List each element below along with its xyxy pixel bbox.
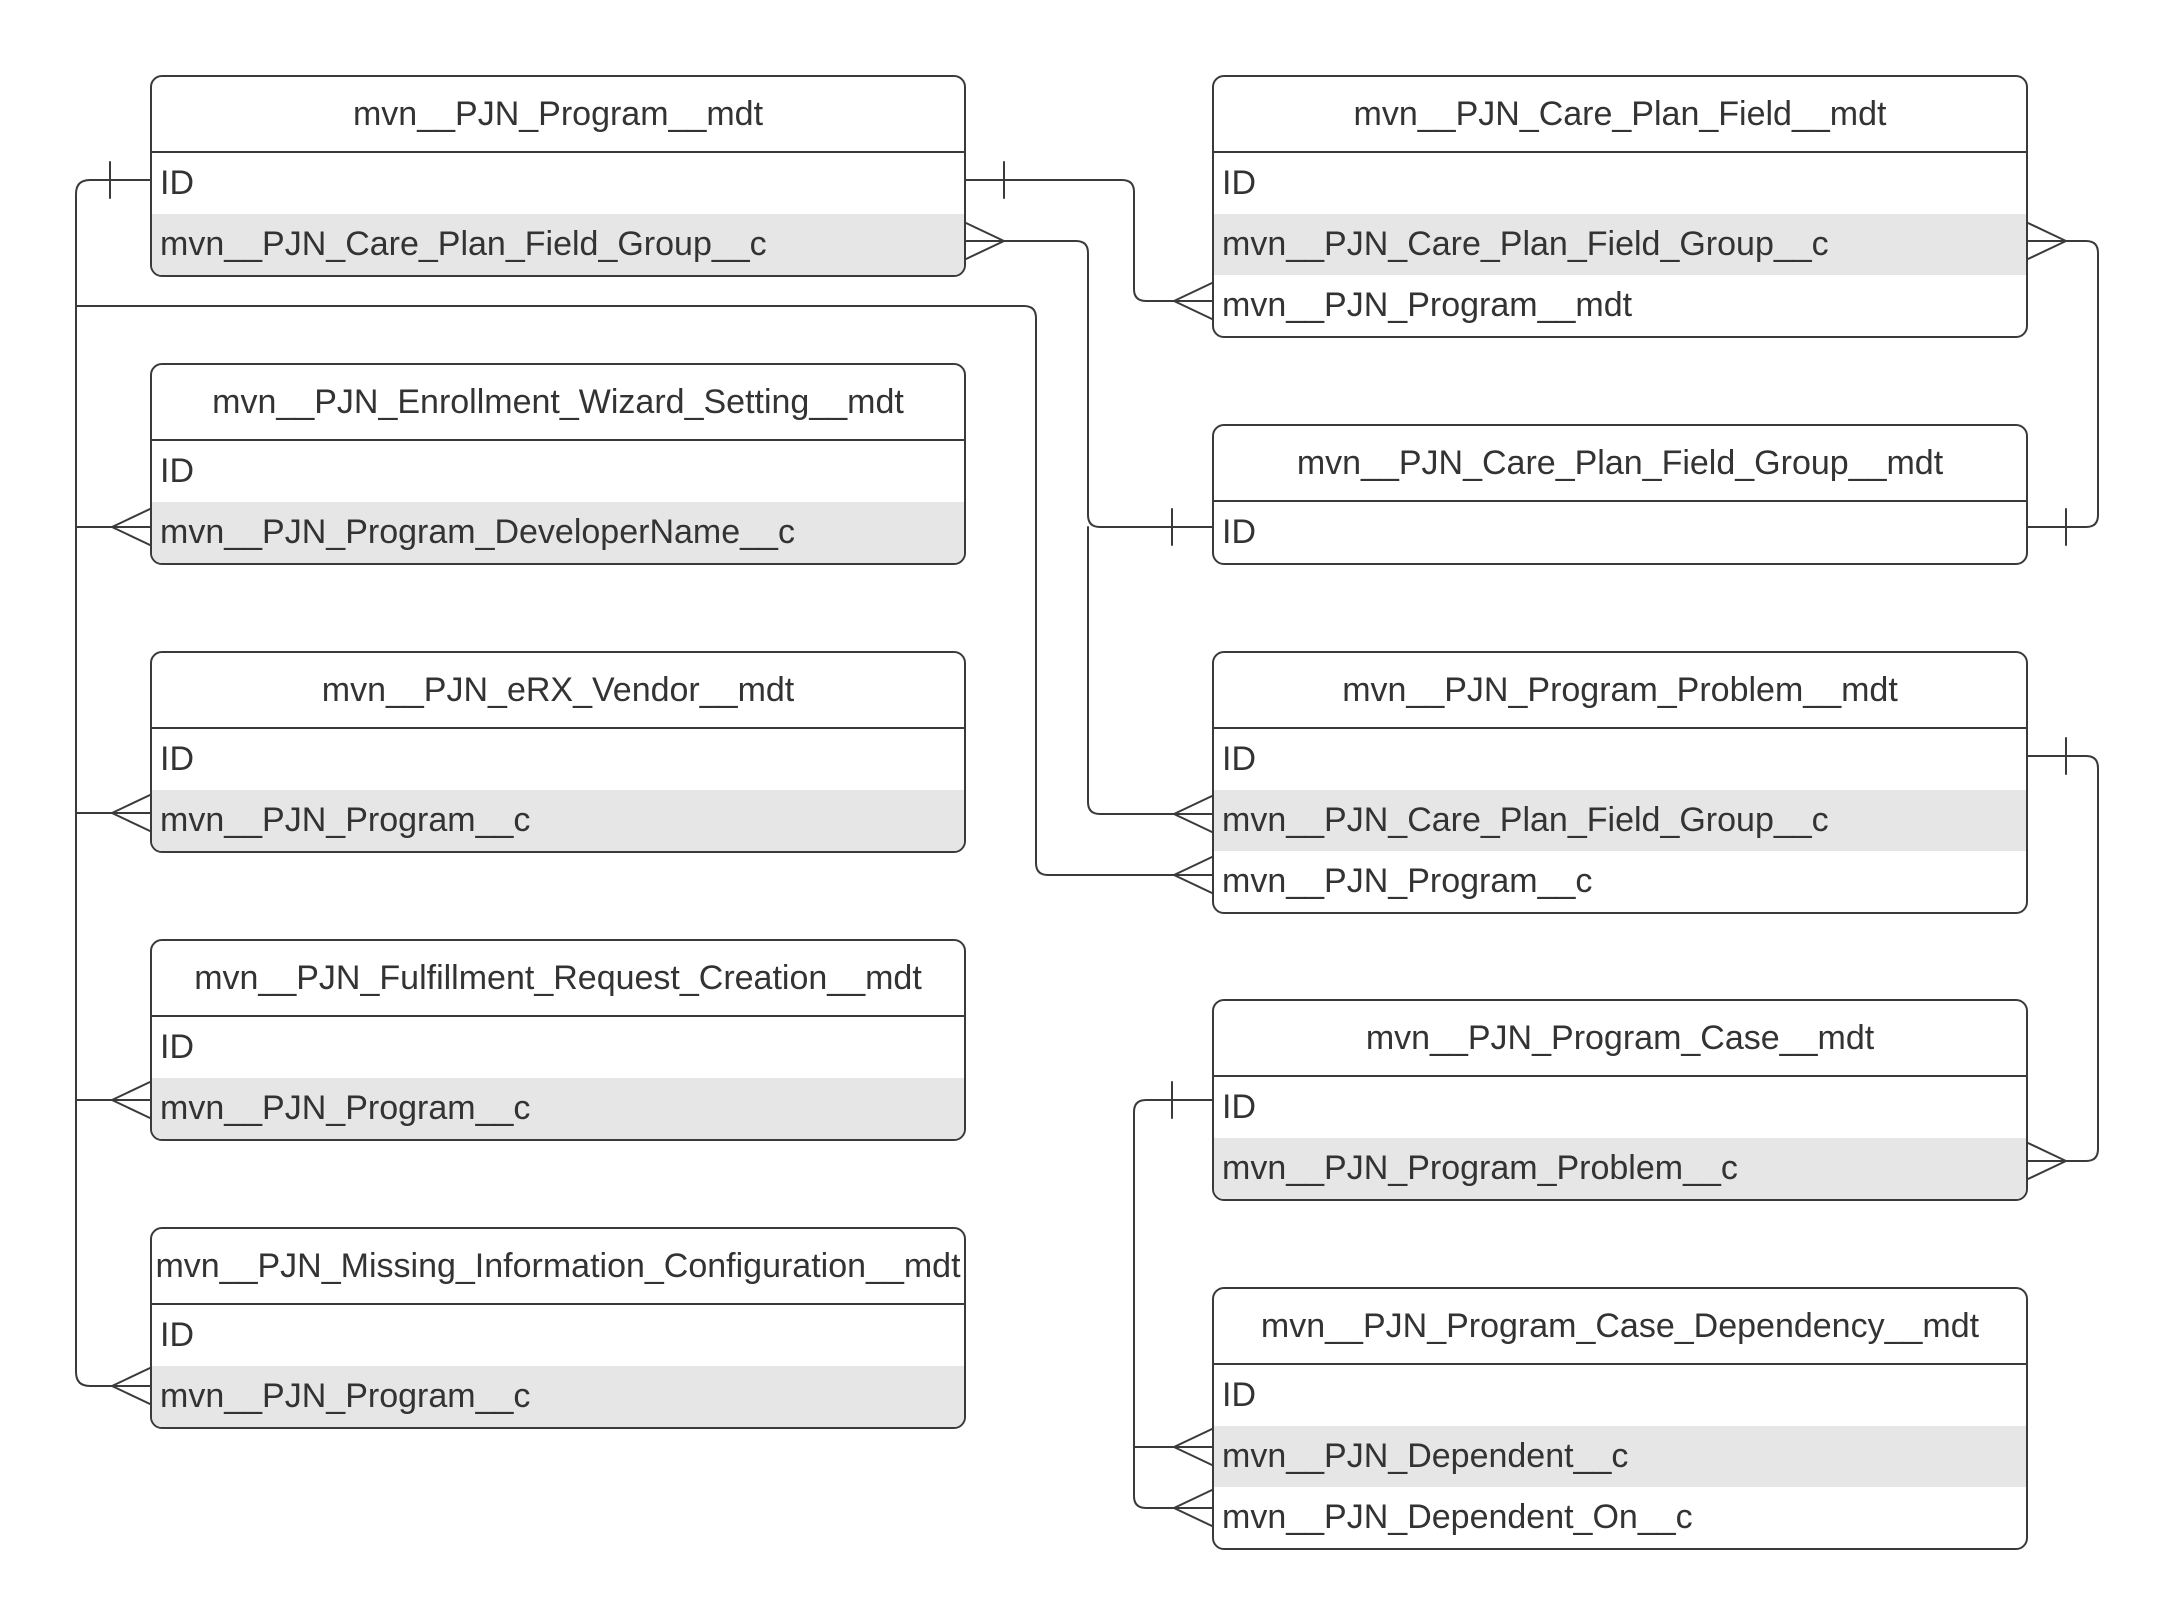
many-cardinality-marker: [1173, 1428, 1213, 1466]
field-id: ID: [160, 164, 194, 202]
many-cardinality-marker: [1173, 856, 1213, 894]
connector-program-careplanfield: [965, 179, 1213, 302]
entity-title: mvn__PJN_Enrollment_Wizard_Setting__mdt: [152, 365, 964, 441]
field-id: ID: [1222, 1376, 1256, 1414]
field-dependent-on: mvn__PJN_Dependent_On__c: [1222, 1498, 1693, 1536]
entity-title: mvn__PJN_Fulfillment_Request_Creation__m…: [152, 941, 964, 1017]
many-cardinality-marker: [111, 508, 151, 546]
many-cardinality-marker: [111, 1081, 151, 1119]
entity-missing-information-configuration[interactable]: mvn__PJN_Missing_Information_Configurati…: [150, 1227, 966, 1429]
entity-erx-vendor[interactable]: mvn__PJN_eRX_Vendor__mdt ID mvn__PJN_Pro…: [150, 651, 966, 853]
connector-cpfg-program: [965, 240, 1213, 528]
field-program: mvn__PJN_Program__c: [152, 1366, 964, 1427]
field-program-developername: mvn__PJN_Program_DeveloperName__c: [152, 502, 964, 563]
field-program-mdt: mvn__PJN_Program__mdt: [1222, 286, 1633, 324]
entity-title: mvn__PJN_Program_Problem__mdt: [1214, 653, 2026, 729]
field-id: ID: [1222, 740, 1256, 778]
entity-program-problem[interactable]: mvn__PJN_Program_Problem__mdt ID mvn__PJ…: [1212, 651, 2028, 914]
entity-title: mvn__PJN_eRX_Vendor__mdt: [152, 653, 964, 729]
entity-title: mvn__PJN_Care_Plan_Field__mdt: [1214, 77, 2026, 153]
entity-program[interactable]: mvn__PJN_Program__mdt ID mvn__PJN_Care_P…: [150, 75, 966, 277]
field-id: ID: [1222, 164, 1256, 202]
many-cardinality-marker: [1173, 795, 1213, 833]
entity-title: mvn__PJN_Care_Plan_Field_Group__mdt: [1214, 426, 2026, 502]
field-program-problem: mvn__PJN_Program_Problem__c: [1214, 1138, 2026, 1199]
field-id: ID: [160, 740, 194, 778]
field-id: ID: [160, 452, 194, 490]
entity-title: mvn__PJN_Missing_Information_Configurati…: [152, 1229, 964, 1305]
entity-title: mvn__PJN_Program_Case_Dependency__mdt: [1214, 1289, 2026, 1365]
connector-cpfg-careplanfield: [2027, 240, 2099, 528]
field-id: ID: [160, 1028, 194, 1066]
field-program: mvn__PJN_Program__c: [152, 1078, 964, 1139]
connector-problem-case: [2027, 755, 2099, 1162]
entity-program-case-dependency[interactable]: mvn__PJN_Program_Case_Dependency__mdt ID…: [1212, 1287, 2028, 1550]
field-id: ID: [1222, 513, 1256, 551]
field-care-plan-field-group: mvn__PJN_Care_Plan_Field_Group__c: [152, 214, 964, 275]
field-program: mvn__PJN_Program__c: [152, 790, 964, 851]
field-id: ID: [1222, 1088, 1256, 1126]
entity-title: mvn__PJN_Program__mdt: [152, 77, 964, 153]
many-cardinality-marker: [1173, 1489, 1213, 1527]
field-dependent: mvn__PJN_Dependent__c: [1214, 1426, 2026, 1487]
field-care-plan-field-group: mvn__PJN_Care_Plan_Field_Group__c: [1214, 790, 2026, 851]
connector-program-trunk: [75, 179, 151, 1387]
entity-program-case[interactable]: mvn__PJN_Program_Case__mdt ID mvn__PJN_P…: [1212, 999, 2028, 1201]
connector-program-problem: [75, 305, 1213, 876]
field-id: ID: [160, 1316, 194, 1354]
many-cardinality-marker: [2027, 1142, 2067, 1180]
entity-care-plan-field[interactable]: mvn__PJN_Care_Plan_Field__mdt ID mvn__PJ…: [1212, 75, 2028, 338]
many-cardinality-marker: [2027, 222, 2067, 260]
connector-cpfg-problem: [1087, 526, 1213, 815]
many-cardinality-marker: [111, 1367, 151, 1405]
field-program: mvn__PJN_Program__c: [1222, 862, 1593, 900]
connector-case-dependency: [1133, 1099, 1213, 1509]
field-care-plan-field-group: mvn__PJN_Care_Plan_Field_Group__c: [1214, 214, 2026, 275]
entity-enrollment-wizard-setting[interactable]: mvn__PJN_Enrollment_Wizard_Setting__mdt …: [150, 363, 966, 565]
many-cardinality-marker: [1173, 282, 1213, 320]
entity-title: mvn__PJN_Program_Case__mdt: [1214, 1001, 2026, 1077]
many-cardinality-marker: [965, 222, 1005, 260]
entity-care-plan-field-group[interactable]: mvn__PJN_Care_Plan_Field_Group__mdt ID: [1212, 424, 2028, 565]
entity-fulfillment-request-creation[interactable]: mvn__PJN_Fulfillment_Request_Creation__m…: [150, 939, 966, 1141]
many-cardinality-marker: [111, 794, 151, 832]
